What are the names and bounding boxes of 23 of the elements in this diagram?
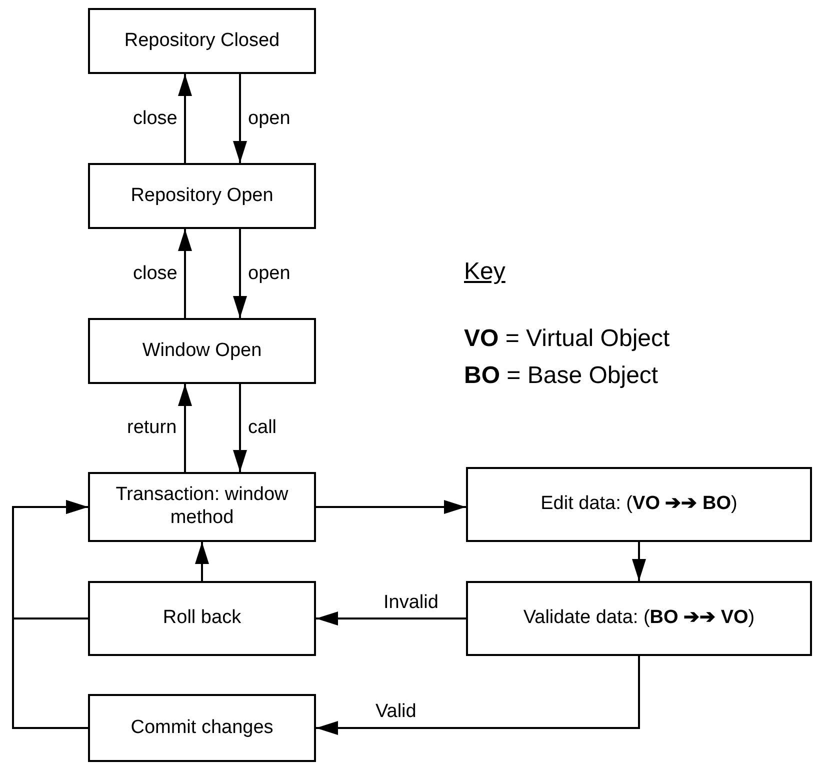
arrow [178,384,192,472]
arrow [233,384,247,472]
process-box: Roll back [88,581,316,656]
arrow [316,612,466,626]
arrow [632,542,646,581]
key-entry: BO = Base Object [464,362,658,390]
arrow [233,229,247,318]
process-box: Repository Closed [88,8,316,74]
arrow [316,656,640,735]
arrow [195,542,209,581]
key-heading: Key [464,258,506,286]
process-box: Edit data: (VO ➔➔ BO) [466,467,812,542]
process-box: Validate data: (BO ➔➔ VO) [466,581,812,656]
process-box: Window Open [88,318,316,384]
arrow [12,500,88,729]
arrow [233,74,247,163]
process-box: Transaction: window method [88,472,316,542]
process-box: Commit changes [88,694,316,762]
process-box: Repository Open [88,163,316,229]
key-entry: VO = Virtual Object [464,325,670,353]
arrow [178,74,192,163]
arrow [316,500,466,514]
arrow [178,229,192,318]
